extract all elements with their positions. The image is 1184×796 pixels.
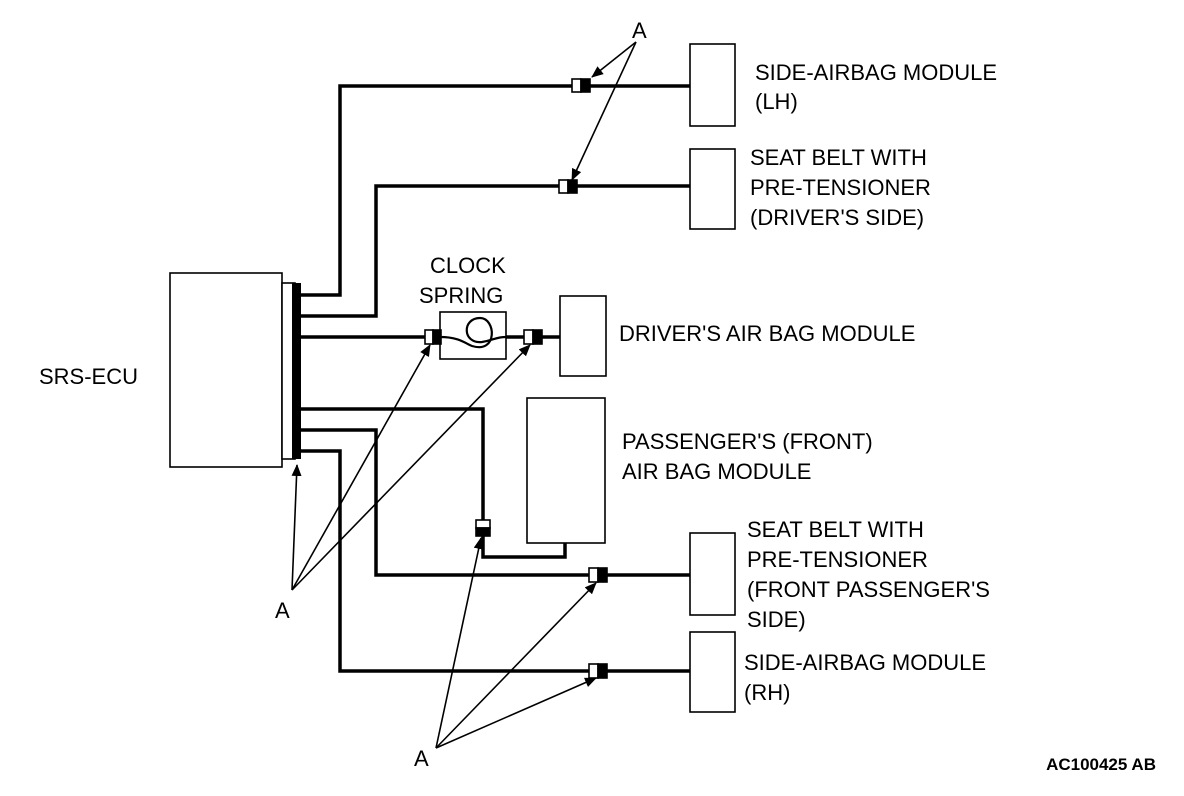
- side-airbag-rh-label-1: SIDE-AIRBAG MODULE: [744, 650, 986, 675]
- connector-label-left: A: [275, 598, 290, 623]
- side-airbag-rh-box: [689, 631, 736, 713]
- srs-ecu-box: [169, 272, 283, 468]
- clock-spring-label-2: SPRING: [419, 283, 503, 308]
- driver-airbag-label: DRIVER'S AIR BAG MODULE: [619, 321, 915, 346]
- connector-side-airbag-lh: [571, 78, 591, 93]
- seatbelt-driver-box: [689, 148, 736, 230]
- clock-spring-coil: [439, 316, 507, 349]
- seatbelt-driver-label-1: SEAT BELT WITH: [750, 145, 927, 170]
- seatbelt-passenger-box: [689, 532, 736, 616]
- seatbelt-passenger-label-3: (FRONT PASSENGER'S: [747, 577, 990, 602]
- connector-label-top: A: [632, 18, 647, 43]
- passenger-airbag-label-1: PASSENGER'S (FRONT): [622, 429, 873, 454]
- wire-side-airbag-rh: [300, 449, 690, 673]
- srs-ecu-label: SRS-ECU: [39, 364, 138, 389]
- connector-side-airbag-rh: [588, 663, 608, 679]
- connector-clock-spring-out: [523, 329, 543, 345]
- seatbelt-passenger-label-4: SIDE): [747, 607, 806, 632]
- passenger-airbag-label-2: AIR BAG MODULE: [622, 459, 811, 484]
- connector-passenger-airbag: [475, 519, 491, 537]
- side-airbag-rh-label-2: (RH): [744, 680, 790, 705]
- connector-seatbelt-passenger: [588, 567, 608, 583]
- leader-arrows-bottom: [435, 537, 597, 749]
- connector-label-bottom: A: [414, 746, 429, 771]
- wire-passenger-airbag: [300, 407, 567, 559]
- seatbelt-passenger-label-1: SEAT BELT WITH: [747, 517, 924, 542]
- srs-ecu-connector-bar: [292, 283, 301, 459]
- seatbelt-passenger-label-2: PRE-TENSIONER: [747, 547, 928, 572]
- wire-seatbelt-driver: [300, 184, 690, 318]
- clock-spring-label-1: CLOCK: [430, 253, 506, 278]
- leader-arrows-left: [291, 344, 531, 591]
- leader-arrows-top: [571, 41, 637, 181]
- driver-airbag-box: [559, 295, 607, 377]
- wire-side-airbag-lh: [300, 84, 690, 297]
- figure-code: AC100425 AB: [1046, 755, 1156, 774]
- side-airbag-lh-box: [689, 43, 736, 127]
- seatbelt-driver-label-3: (DRIVER'S SIDE): [750, 205, 924, 230]
- connector-clock-spring-in: [424, 329, 442, 345]
- passenger-airbag-box: [526, 397, 606, 544]
- connector-seatbelt-driver: [558, 179, 578, 194]
- seatbelt-driver-label-2: PRE-TENSIONER: [750, 175, 931, 200]
- side-airbag-lh-label-1: SIDE-AIRBAG MODULE: [755, 60, 997, 85]
- side-airbag-lh-label-2: (LH): [755, 89, 798, 114]
